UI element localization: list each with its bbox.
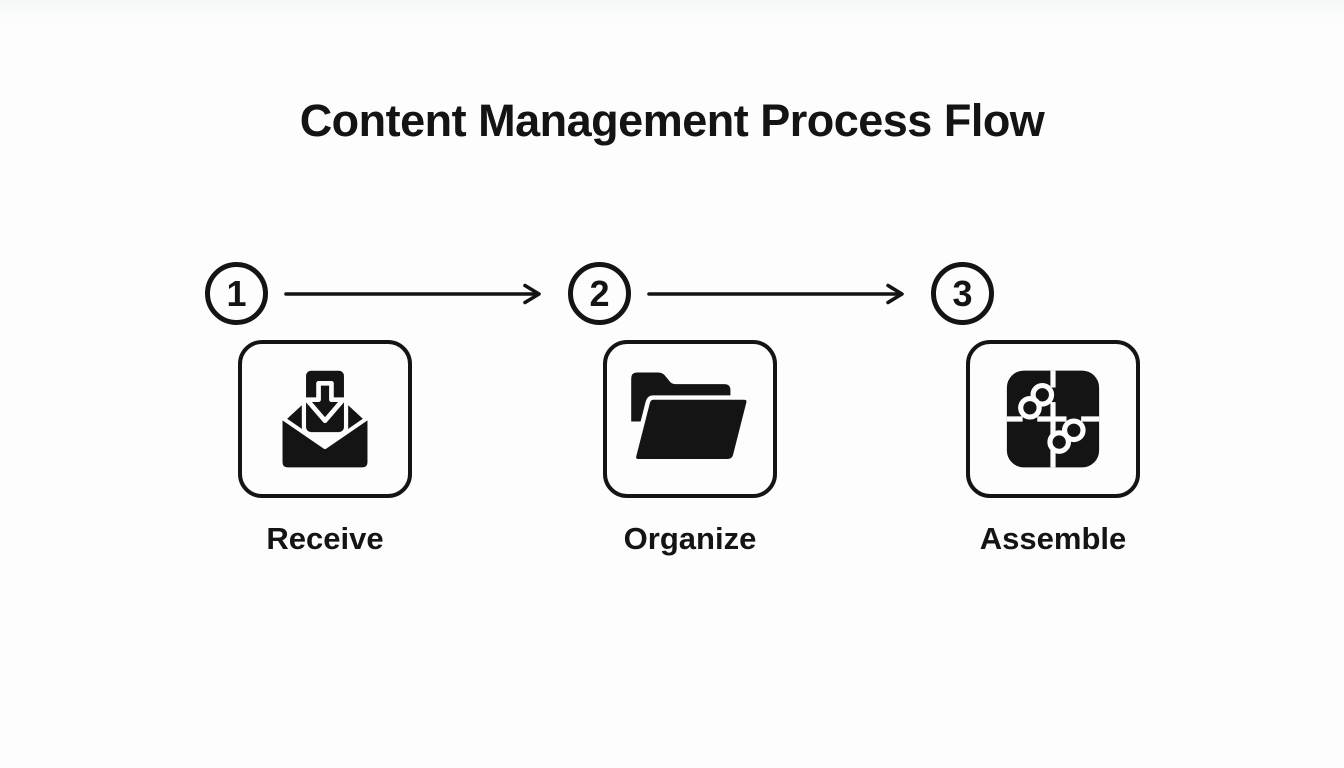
step-2-number-badge: 2	[568, 262, 631, 325]
arrow-right-icon	[647, 283, 904, 305]
puzzle-icon	[1006, 370, 1100, 468]
inbox-receive-icon	[278, 366, 372, 472]
step-2-number: 2	[589, 272, 610, 314]
step-1-icon-box	[238, 340, 412, 498]
step-3-label: Assemble	[979, 521, 1127, 556]
page-title: Content Management Process Flow	[299, 95, 1045, 146]
step-1-number: 1	[226, 272, 247, 314]
step-3-number: 3	[952, 272, 973, 314]
step-2-label: Organize	[623, 521, 757, 556]
step-3-number-badge: 3	[931, 262, 994, 325]
arrow-right-icon	[284, 283, 541, 305]
step-1-label: Receive	[266, 521, 384, 556]
open-folder-icon	[631, 372, 751, 464]
arrow-step2-to-step3	[646, 281, 908, 307]
step-3-icon-box	[966, 340, 1140, 498]
arrow-step1-to-step2	[283, 281, 545, 307]
step-1-number-badge: 1	[205, 262, 268, 325]
step-2-icon-box	[603, 340, 777, 498]
